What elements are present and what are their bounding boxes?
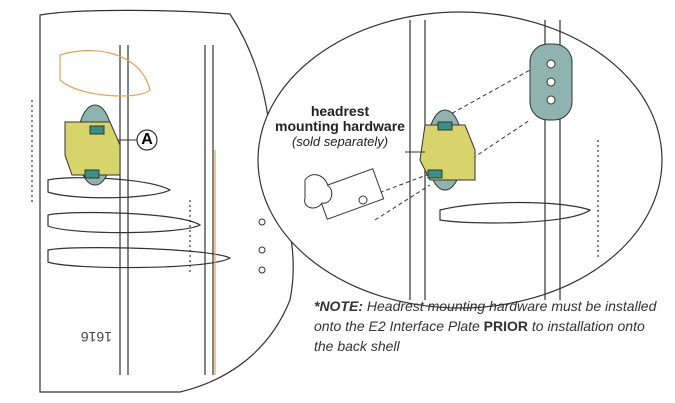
headrest-hardware — [304, 168, 385, 220]
installation-note: *NOTE: Headrest mounting hardware must b… — [314, 296, 659, 356]
yellow-plate-detail — [419, 109, 476, 191]
hardware-label-line3: (sold separately) — [291, 134, 389, 149]
callout-a — [118, 129, 158, 151]
mount-holes — [258, 218, 266, 274]
note-prefix: *NOTE: — [314, 298, 363, 314]
hardware-label-line2: mounting hardware — [275, 118, 405, 134]
hardware-label-line1: headrest — [310, 103, 370, 119]
callout-a-label: A — [141, 131, 153, 148]
hardware-label: headrest mounting hardware (sold separat… — [255, 103, 425, 150]
shell-marking: 1616 — [81, 329, 112, 345]
note-emph: PRIOR — [483, 318, 529, 334]
note-text2: to installation onto the back shell — [314, 318, 645, 354]
interface-plate-small — [64, 104, 121, 186]
note-text1: Headrest mounting hardware must be insta… — [314, 298, 657, 334]
blue-plate — [529, 43, 573, 121]
back-shell — [31, 9, 294, 393]
